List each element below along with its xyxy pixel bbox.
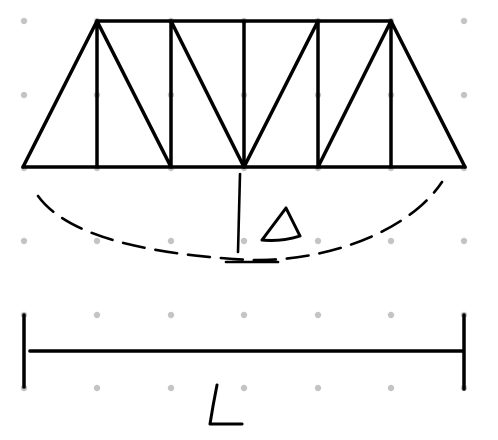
dashed-deflection-curve: [36, 180, 444, 262]
grid-dot: [240, 384, 248, 392]
grid-dot: [20, 237, 28, 245]
delta-vertical-line: [236, 172, 242, 254]
grid-dot: [314, 237, 322, 245]
diagonal-member: [169, 19, 246, 169]
grid-dot: [460, 237, 468, 245]
grid-dot: [314, 384, 322, 392]
grid-dot: [387, 311, 395, 319]
grid-dot: [167, 384, 175, 392]
grid-dot: [460, 17, 468, 25]
grid-dot: [93, 384, 101, 392]
grid-dot: [20, 17, 28, 25]
span-dimension-line: [22, 313, 466, 391]
delta-symbol: Δ: [260, 206, 302, 242]
diagonal-member: [316, 19, 393, 169]
grid-dot: [460, 91, 468, 99]
span-symbol: L: [208, 383, 244, 426]
right-end-post: [389, 19, 467, 169]
grid-dot: [387, 237, 395, 245]
grid-dot: [93, 311, 101, 319]
delta-glyph: [260, 206, 302, 242]
grid-dot: [167, 237, 175, 245]
left-end-post: [21, 19, 99, 169]
grid-dot: [167, 311, 175, 319]
grid-dot: [240, 237, 248, 245]
grid-dot: [387, 384, 395, 392]
grid-dot: [240, 311, 248, 319]
truss-bridge: [21, 19, 467, 169]
delta-measure-line: [224, 172, 280, 264]
grid-dot: [314, 311, 322, 319]
diagonal-member: [242, 19, 320, 169]
diagonal-member: [95, 19, 173, 169]
grid-dot: [93, 237, 101, 245]
grid-dot: [20, 91, 28, 99]
span-glyph: [208, 383, 244, 426]
